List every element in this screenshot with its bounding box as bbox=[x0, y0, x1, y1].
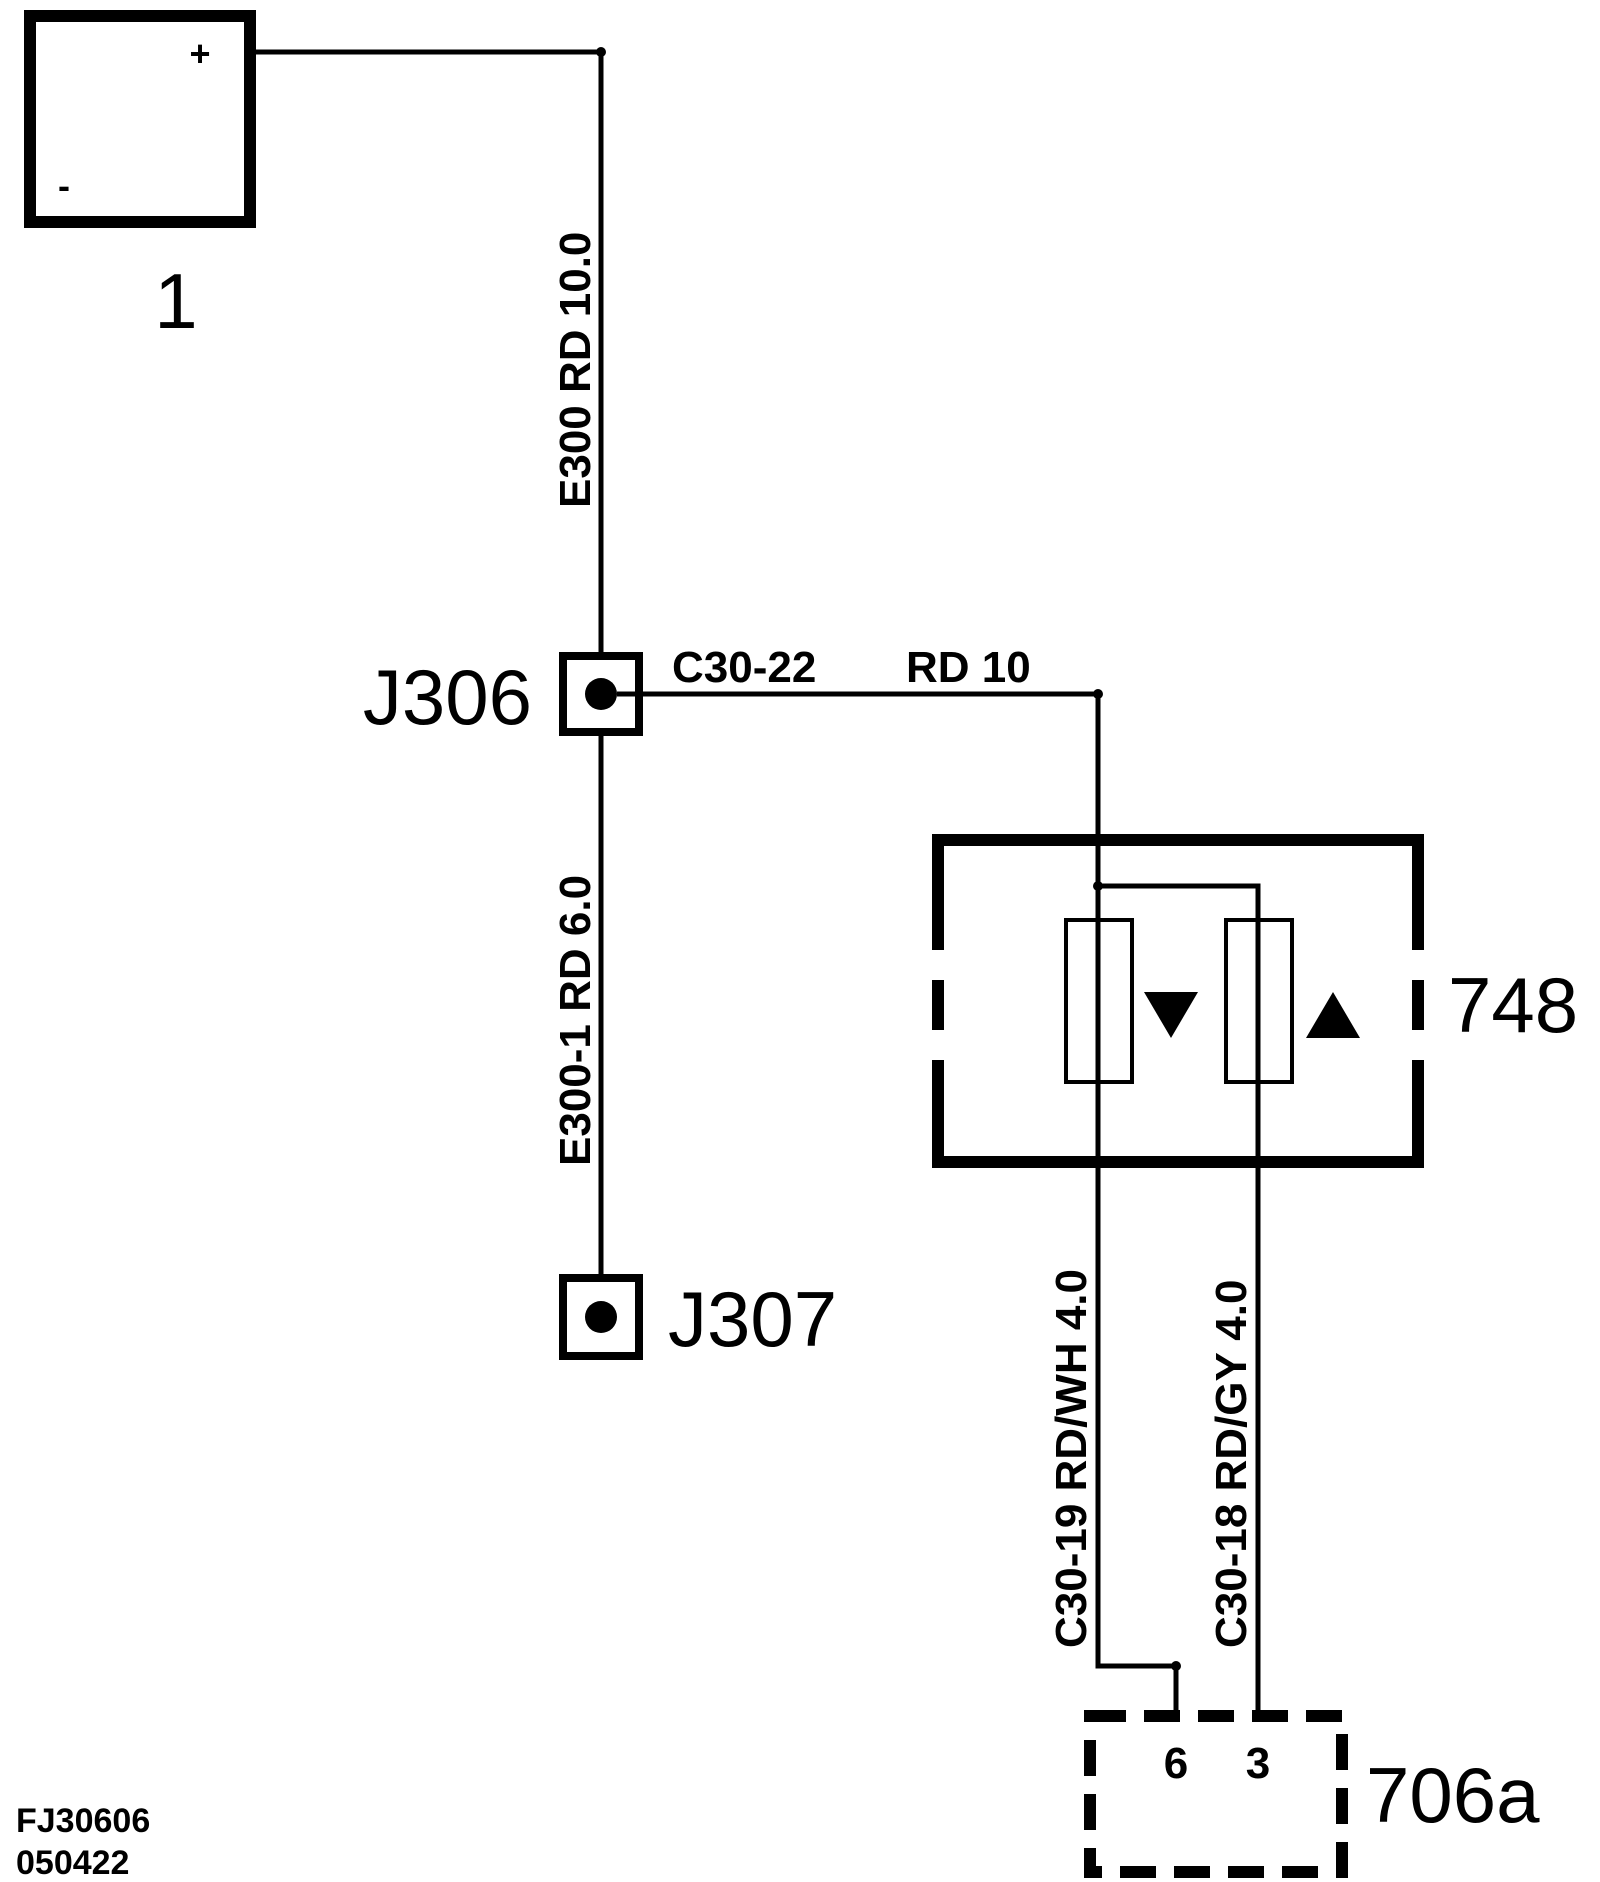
connector-706a-pin-6: 6 bbox=[1164, 1739, 1188, 1788]
fuse-box-748: 748 bbox=[932, 834, 1578, 1168]
fuse-box-label: 748 bbox=[1448, 961, 1578, 1049]
splice-j306-label: J306 bbox=[363, 653, 532, 741]
wire-label-e300-1: E300-1 RD 6.0 bbox=[551, 875, 600, 1166]
battery-component: + - 1 bbox=[24, 10, 256, 345]
splice-j307: J307 bbox=[559, 1274, 837, 1363]
wire-label-c30-22: C30-22 bbox=[672, 643, 816, 692]
wire-label-e300: E300 RD 10.0 bbox=[551, 232, 600, 508]
wire-label-c30-22-spec: RD 10 bbox=[906, 643, 1031, 692]
wire-corner-dot bbox=[1171, 1661, 1181, 1671]
diagram-reference-code: FJ30606 bbox=[16, 1802, 150, 1840]
connector-706a-label: 706a bbox=[1366, 1751, 1540, 1839]
splice-j307-box bbox=[559, 1274, 643, 1360]
connector-706a-box bbox=[1084, 1710, 1348, 1878]
fuse-box-outline-bottom bbox=[932, 1060, 1424, 1168]
connector-706a: 6 3 706a bbox=[1084, 1710, 1540, 1878]
arrow-up-icon bbox=[1306, 992, 1360, 1038]
diagram-reference-date: 050422 bbox=[16, 1844, 129, 1882]
arrow-down-icon bbox=[1144, 992, 1198, 1038]
battery-plus-sign: + bbox=[189, 33, 210, 74]
splice-j306: J306 bbox=[363, 652, 643, 741]
connector-706a-pin-3: 3 bbox=[1246, 1739, 1270, 1788]
wire-label-c30-18: C30-18 RD/GY 4.0 bbox=[1207, 1280, 1256, 1648]
splice-j307-label: J307 bbox=[668, 1275, 837, 1363]
battery-box bbox=[24, 10, 256, 228]
wire-c30-19 bbox=[1095, 1082, 1179, 1710]
splice-j306-dot bbox=[585, 678, 617, 710]
fuse-bus-wire bbox=[1098, 883, 1261, 918]
battery-minus-sign: - bbox=[58, 165, 70, 206]
splice-j307-dot bbox=[585, 1301, 617, 1333]
fuse-box-outline-top bbox=[932, 834, 1424, 950]
battery-label: 1 bbox=[154, 257, 197, 345]
wire-label-c30-19: C30-19 RD/WH 4.0 bbox=[1047, 1269, 1096, 1648]
